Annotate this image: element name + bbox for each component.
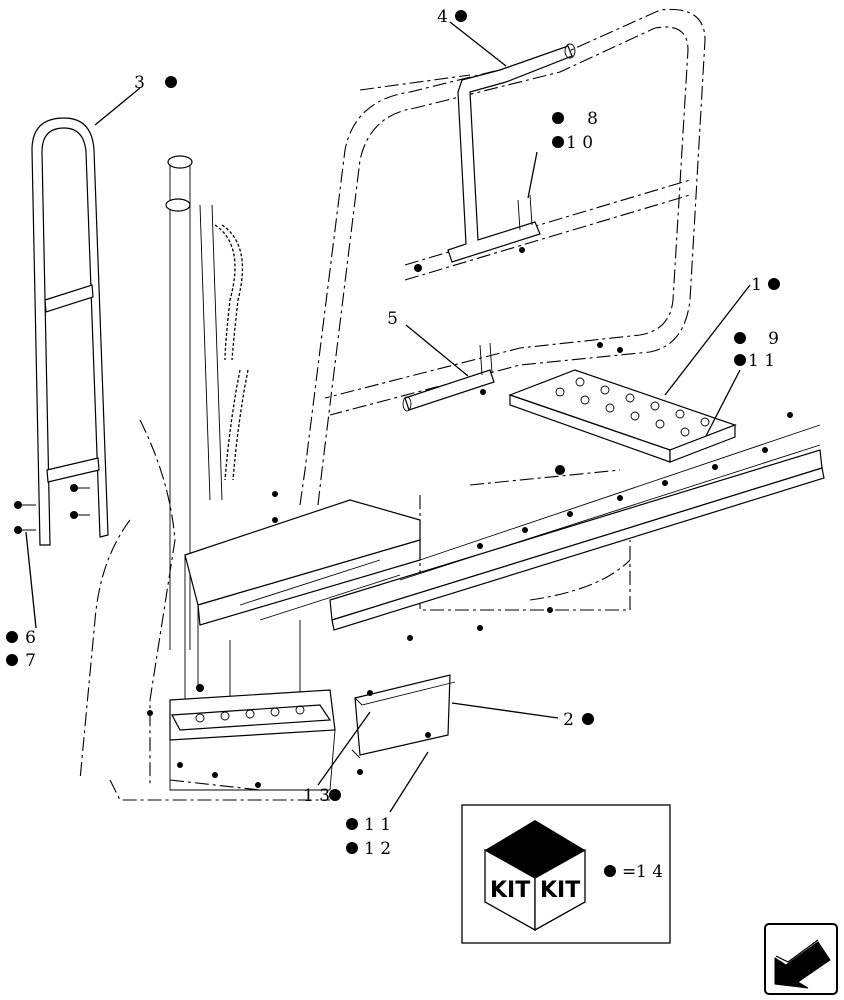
callout-5: 5	[387, 309, 398, 329]
callout-10-label: 1 0	[566, 133, 593, 153]
handle-bolts	[14, 484, 90, 534]
kit-legend-number: 1 4	[636, 862, 663, 882]
callout-8: 8	[552, 109, 598, 129]
callout-1: 1	[751, 275, 780, 295]
callout-10: 1 0	[552, 133, 593, 153]
kit-legend-equals: =	[622, 862, 636, 882]
callout-11-lower-label: 1 1	[364, 815, 391, 835]
callout-9-marker	[734, 332, 746, 344]
leader-lines	[25, 21, 751, 813]
callout-6-marker	[6, 631, 18, 643]
callout-1-marker	[768, 278, 780, 290]
kit-cube-icon: KIT KIT	[484, 820, 586, 932]
callout-6-label: 6	[25, 628, 36, 648]
callout-4-label: 4	[437, 7, 448, 27]
callout-9-label: 9	[768, 329, 779, 349]
kit-legend-box: KIT KIT = 1 4	[461, 804, 671, 944]
kit-legend-marker	[604, 865, 616, 877]
callout-12-marker	[346, 842, 358, 854]
tube-part	[402, 342, 495, 412]
upper-handle-part	[414, 43, 576, 272]
hose-assembly	[165, 155, 249, 650]
grab-handle-part	[31, 117, 109, 546]
callout-9: 9	[734, 329, 779, 349]
callout-13-label: 1 3	[303, 786, 330, 806]
callout-7-label: 7	[25, 651, 36, 671]
callout-2-marker	[582, 713, 594, 725]
callout-8-label: 8	[587, 109, 598, 129]
callout-11-upper-marker	[734, 354, 746, 366]
kit-left-label: KIT	[490, 878, 530, 903]
callout-8-marker	[552, 112, 564, 124]
back-arrow-icon[interactable]	[764, 923, 838, 995]
callout-3: 3	[134, 73, 177, 93]
callout-1-label: 1	[751, 275, 762, 295]
bracket-part	[351, 674, 456, 775]
kit-right-label: KIT	[540, 878, 580, 903]
callout-11-lower: 1 1	[346, 815, 391, 835]
lower-step-part	[171, 704, 332, 731]
callout-12: 1 2	[346, 839, 391, 859]
callout-11-upper-label: 1 1	[748, 351, 775, 371]
callout-7: 7	[6, 651, 36, 671]
callout-2: 2	[563, 710, 594, 730]
callout-6: 6	[6, 628, 36, 648]
callout-10-marker	[552, 136, 564, 148]
frame-fasteners	[147, 342, 793, 788]
callout-11-lower-marker	[346, 818, 358, 830]
callout-12-label: 1 2	[364, 839, 391, 859]
callout-2-label: 2	[563, 710, 574, 730]
callout-11-upper: 1 1	[734, 351, 775, 371]
callout-7-marker	[6, 654, 18, 666]
step-plate-part	[508, 369, 737, 463]
callout-5-label: 5	[387, 309, 398, 329]
callout-4-marker	[455, 10, 467, 22]
callout-3-label: 3	[134, 73, 145, 93]
callout-4: 4	[437, 7, 467, 27]
callout-3-marker	[165, 76, 177, 88]
callout-13: 1 3	[303, 786, 341, 806]
platform-frame	[169, 424, 825, 791]
callout-13-marker	[329, 789, 341, 801]
